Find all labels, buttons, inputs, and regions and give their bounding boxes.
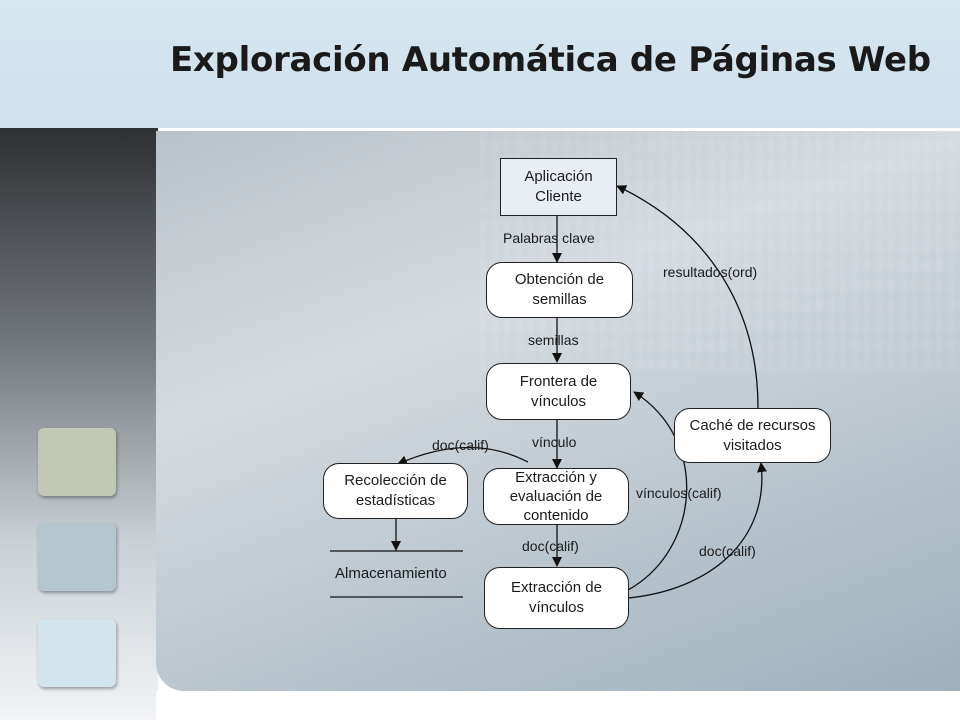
slide-header: Exploración Automática de Páginas Web [0, 0, 960, 128]
decorative-square-3 [38, 619, 116, 687]
node-extraccion-vinculos-label: Extracción de vínculos [511, 579, 602, 616]
node-recoleccion-estadisticas: Recolección de estadísticas [323, 463, 468, 519]
label-doc-calif-cache: doc(calif) [699, 543, 756, 559]
node-recoleccion-estadisticas-label: Recolección de estadísticas [344, 472, 447, 509]
decorative-square-2 [38, 523, 116, 591]
edge-resultados-ord [616, 185, 759, 409]
label-semillas: semillas [528, 332, 579, 348]
node-aplicacion-cliente-label: Aplicación Cliente [524, 168, 593, 205]
edge-vinculos-calif [627, 391, 688, 591]
edge-doc-calif-stats [397, 446, 529, 465]
edge-doc-calif-cache [627, 462, 768, 599]
node-almacenamiento-label: Almacenamiento [335, 565, 447, 582]
node-extraccion-evaluacion-label: Extracción y evaluación de contenido [509, 469, 603, 524]
label-doc-calif-down: doc(calif) [522, 538, 579, 554]
content-panel [156, 131, 960, 691]
bottom-strip [156, 691, 960, 720]
slide-title: Exploración Automática de Páginas Web [170, 40, 931, 80]
node-cache-recursos-label: Caché de recursos visitados [689, 416, 816, 454]
node-aplicacion-cliente: Aplicación Cliente [500, 158, 617, 216]
node-frontera-vinculos-label: Frontera de vínculos [519, 372, 598, 410]
node-frontera-vinculos: Frontera de vínculos [486, 363, 631, 420]
node-extraccion-vinculos: Extracción de vínculos [484, 567, 629, 629]
label-vinculos-calif: vínculos(calif) [636, 485, 722, 501]
label-doc-calif-stats: doc(calif) [432, 437, 489, 453]
node-obtencion-semillas-label: Obtención de semillas [514, 271, 605, 308]
label-vinculo: vínculo [532, 434, 577, 450]
label-resultados-ord: resultados(ord) [663, 264, 758, 280]
label-palabras-clave: Palabras clave [503, 230, 595, 246]
node-cache-recursos: Caché de recursos visitados [674, 408, 831, 463]
node-obtencion-semillas: Obtención de semillas [486, 262, 633, 318]
decorative-square-1 [38, 428, 116, 496]
node-extraccion-evaluacion: Extracción y evaluación de contenido [483, 468, 629, 525]
